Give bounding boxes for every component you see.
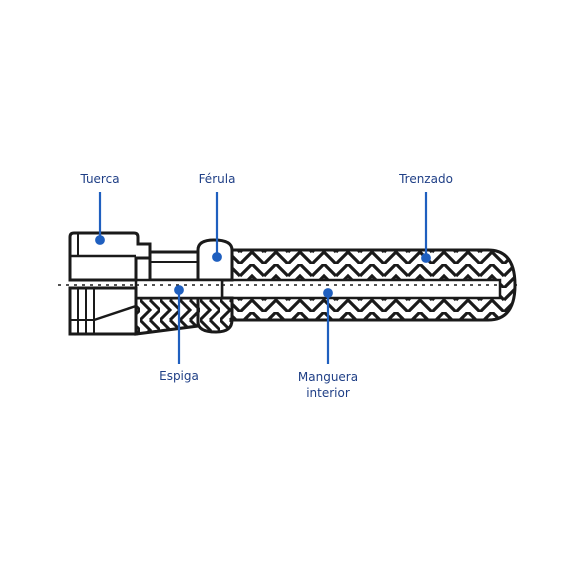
label-manguera-line2: interior (306, 386, 350, 400)
label-trenzado: Trenzado (398, 172, 453, 186)
label-manguera-line1: Manguera (298, 370, 358, 384)
leaders (95, 192, 431, 364)
spigot (134, 250, 224, 336)
nut (68, 231, 152, 336)
inner-hose (220, 278, 502, 300)
label-espiga: Espiga (159, 369, 199, 383)
label-ferula: Férula (199, 172, 236, 186)
label-tuerca: Tuerca (79, 172, 119, 186)
